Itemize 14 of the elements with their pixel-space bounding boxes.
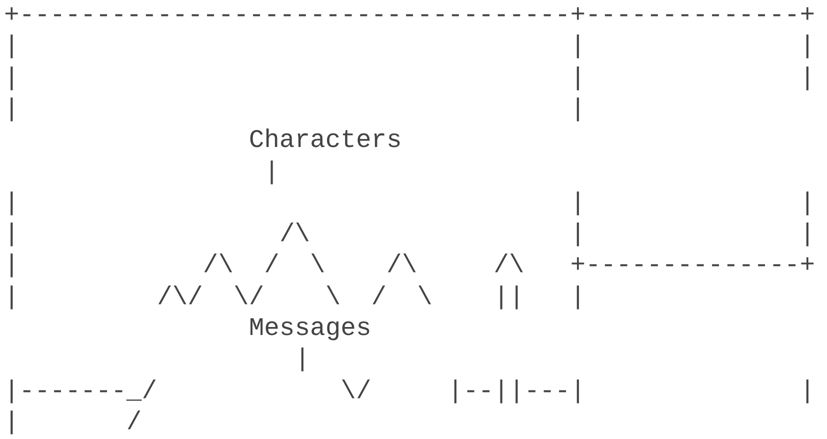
ascii-art-line: Characters [248, 125, 402, 156]
ascii-art-line: | / [4, 406, 142, 438]
ascii-art-line: | | | [4, 62, 816, 94]
ascii-art-line: | /\ | | [4, 219, 816, 250]
ascii-art-line: |-------_/ \/ |--||---| | [4, 376, 816, 407]
ascii-art-line: | /\ / \ /\ /\ +--------------+ [4, 250, 816, 282]
ascii-art-line: | [264, 156, 280, 188]
ascii-art-line: | [294, 344, 310, 376]
ascii-art-line: | /\/ \/ \ / \ || | [4, 282, 586, 313]
ascii-art-line: Messages [248, 313, 372, 344]
ascii-art-line: | | [4, 94, 586, 125]
ascii-art-line: | | | [4, 31, 816, 62]
ascii-art-line: +------------------------------------+--------------+ [4, 0, 816, 31]
ascii-art-line: | | | [4, 188, 816, 219]
